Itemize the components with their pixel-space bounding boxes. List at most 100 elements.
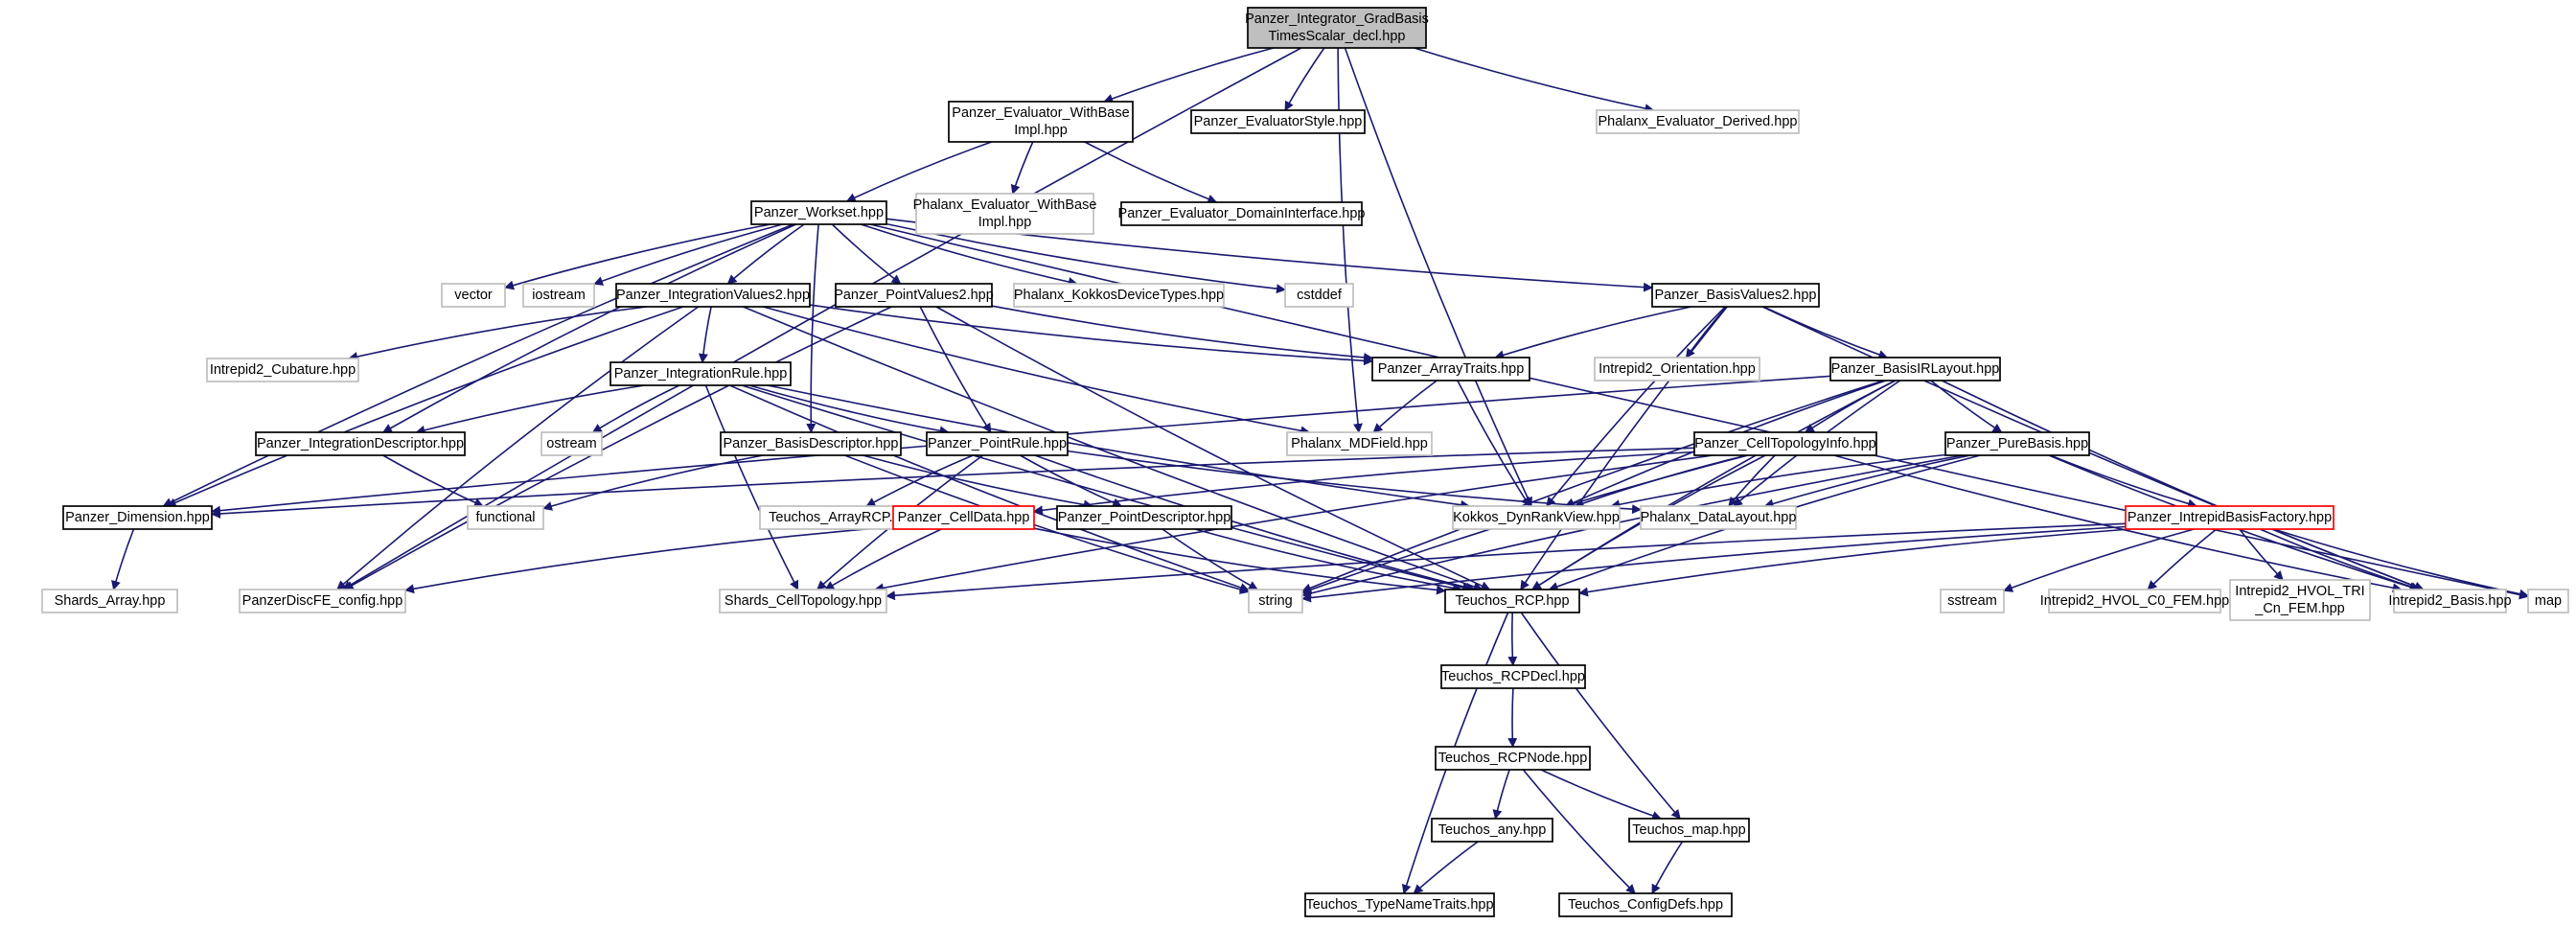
edge-rcp-to-rcpdecl [1507, 612, 1518, 666]
edge-workset-to-cstddef [886, 222, 1286, 294]
node-typenametraits[interactable]: Teuchos_TypeNameTraits.hpp [1304, 892, 1495, 917]
node-intdescriptor[interactable]: Panzer_IntegrationDescriptor.hpp [255, 431, 466, 456]
node-label: vector [454, 288, 493, 303]
node-evaldomain[interactable]: Panzer_Evaluator_DomainInterface.hpp [1118, 201, 1366, 226]
node-label: Panzer_PointDescriptor.hpp [1058, 510, 1231, 525]
node-box [522, 283, 595, 308]
node-intrule[interactable]: Panzer_IntegrationRule.hpp [610, 361, 792, 386]
edge-workset-to-basisdescriptor [806, 223, 819, 433]
node-rcp[interactable]: Teuchos_RCP.hpp [1444, 589, 1580, 613]
node-label: Teuchos_map.hpp [1632, 822, 1746, 838]
edge-pointvalues2-to-arraytraits [991, 305, 1373, 362]
node-string: string [1248, 589, 1303, 613]
node-box [1558, 892, 1733, 917]
edge-basisirlayout-to-intrepidbasis [1941, 380, 2425, 591]
edge-celltopoinfo-to-shardscelltopo [874, 454, 1714, 593]
edge-basisdescriptor-to-string [844, 454, 1250, 594]
edge-rcpdecl-to-rcpnode [1507, 687, 1518, 748]
node-intvalues2[interactable]: Panzer_IntegrationValues2.hpp [615, 283, 811, 308]
node-intrepidbasisfactory[interactable]: Panzer_IntrepidBasisFactory.hpp [2125, 505, 2334, 530]
node-label: Shards_Array.hpp [55, 593, 166, 609]
node-box [1284, 283, 1354, 308]
node-label: Panzer_PointValues2.hpp [834, 288, 994, 303]
node-basisdescriptor[interactable]: Panzer_BasisDescriptor.hpp [720, 431, 902, 456]
node-box [926, 431, 1069, 456]
edge-basisvalues2-to-basisirlayout [1762, 306, 1889, 359]
edge-evalwithbase-to-evaldomain [1084, 141, 1218, 204]
edge-pointrule-to-datalayout [1067, 450, 1642, 515]
node-box [2229, 579, 2371, 621]
node-label: Panzer_Evaluator_DomainInterface.hpp [1118, 206, 1366, 221]
edge-intvalues2-to-discfeconfig [336, 306, 700, 590]
edge-intrule-to-ostream [591, 384, 680, 433]
node-arraytraits[interactable]: Panzer_ArrayTraits.hpp [1371, 357, 1530, 382]
node-purebasis[interactable]: Panzer_PureBasis.hpp [1944, 431, 2090, 456]
node-teuchosmap[interactable]: Teuchos_map.hpp [1628, 818, 1750, 843]
node-kokkosdevtypes: Phalanx_KokkosDeviceTypes.hpp [1013, 283, 1225, 308]
node-phalanxevalderived: Phalanx_Evaluator_Derived.hpp [1596, 109, 1800, 134]
node-label: Panzer_PureBasis.hpp [1946, 436, 2088, 451]
node-datalayout: Phalanx_DataLayout.hpp [1640, 505, 1797, 530]
node-box [1452, 505, 1621, 530]
node-label: Panzer_CellData.hpp [898, 510, 1030, 525]
node-label: Teuchos_ConfigDefs.hpp [1568, 897, 1723, 913]
node-box [1304, 892, 1495, 917]
node-label: Kokkos_DynRankView.hpp [1453, 510, 1620, 525]
node-celltopoinfo[interactable]: Panzer_CellTopologyInfo.hpp [1693, 431, 1877, 456]
node-celldata[interactable]: Panzer_CellData.hpp [892, 505, 1035, 530]
node-box [1651, 283, 1820, 308]
node-label: Intrepid2_HVOL_TRI [2235, 584, 2364, 599]
node-pointdescriptor[interactable]: Panzer_PointDescriptor.hpp [1056, 505, 1232, 530]
node-label: Panzer_Dimension.hpp [65, 510, 210, 525]
node-map: map [2527, 589, 2569, 613]
node-label: Panzer_EvaluatorStyle.hpp [1194, 114, 1363, 129]
edge-celltopoinfo-to-celldata [1033, 451, 1695, 516]
node-pointrule[interactable]: Panzer_PointRule.hpp [926, 431, 1069, 456]
node-box [1944, 431, 2090, 456]
node-box [1120, 201, 1363, 226]
edge-intvalues2-to-dimension [166, 306, 684, 507]
edge-purebasis-to-datalayout [1763, 454, 1971, 509]
node-evalstyle[interactable]: Panzer_EvaluatorStyle.hpp [1190, 109, 1366, 134]
node-label: Teuchos_ArrayRCP.hpp [769, 510, 916, 525]
edge-intrepidbasisfactory-to-sstream [2003, 528, 2195, 592]
node-shardscelltopo: Shards_CellTopology.hpp [719, 589, 887, 613]
node-dimension[interactable]: Panzer_Dimension.hpp [62, 505, 213, 530]
node-root[interactable]: Panzer_Integrator_GradBasisTimesScalar_d… [1245, 7, 1429, 49]
node-label: iostream [532, 288, 586, 303]
edge-purebasis-to-intrepidbasisfactory [2050, 454, 2197, 509]
edge-workset-to-iostream [593, 223, 783, 286]
node-basisvalues2[interactable]: Panzer_BasisValues2.hpp [1651, 283, 1820, 308]
node-box [2393, 589, 2507, 613]
node-label: map [2535, 593, 2562, 609]
node-box [1056, 505, 1232, 530]
node-label: Panzer_IntegrationDescriptor.hpp [257, 436, 464, 451]
node-rcpdecl[interactable]: Teuchos_RCPDecl.hpp [1440, 664, 1586, 689]
node-label: Panzer_IntegrationValues2.hpp [616, 288, 810, 303]
edge-celldata-to-discfeconfig [404, 525, 894, 594]
edges-layer [111, 47, 2529, 894]
edge-celldata-to-shardscelltopo [824, 528, 942, 590]
edge-arraytraits-to-dynrankview [1457, 380, 1530, 507]
node-rcpnode[interactable]: Teuchos_RCPNode.hpp [1435, 746, 1591, 771]
edge-root-to-phalanxevalderived [1414, 47, 1655, 114]
node-box [1829, 357, 2001, 382]
node-label: string [1258, 593, 1292, 609]
node-pointvalues2[interactable]: Panzer_PointValues2.hpp [834, 283, 994, 308]
node-basisirlayout[interactable]: Panzer_BasisIRLayout.hpp [1829, 357, 2001, 382]
node-any[interactable]: Teuchos_any.hpp [1431, 818, 1553, 843]
edge-rcpnode-to-teuchosmap [1540, 769, 1663, 821]
node-label: Phalanx_DataLayout.hpp [1641, 510, 1797, 525]
node-label: Impl.hpp [978, 215, 1032, 230]
node-label: _Cn_FEM.hpp [2254, 601, 2345, 616]
node-vector: vector [441, 283, 506, 308]
node-configdefs[interactable]: Teuchos_ConfigDefs.hpp [1558, 892, 1733, 917]
node-label: Panzer_CellTopologyInfo.hpp [1694, 436, 1875, 451]
edge-basisdescriptor-to-pointdescriptor [862, 454, 1093, 510]
node-label: Panzer_ArrayTraits.hpp [1378, 361, 1525, 377]
node-workset[interactable]: Panzer_Workset.hpp [750, 200, 887, 225]
node-label: Panzer_BasisIRLayout.hpp [1831, 361, 2000, 377]
edge-intrepidbasisfactory-to-map [2273, 528, 2529, 599]
